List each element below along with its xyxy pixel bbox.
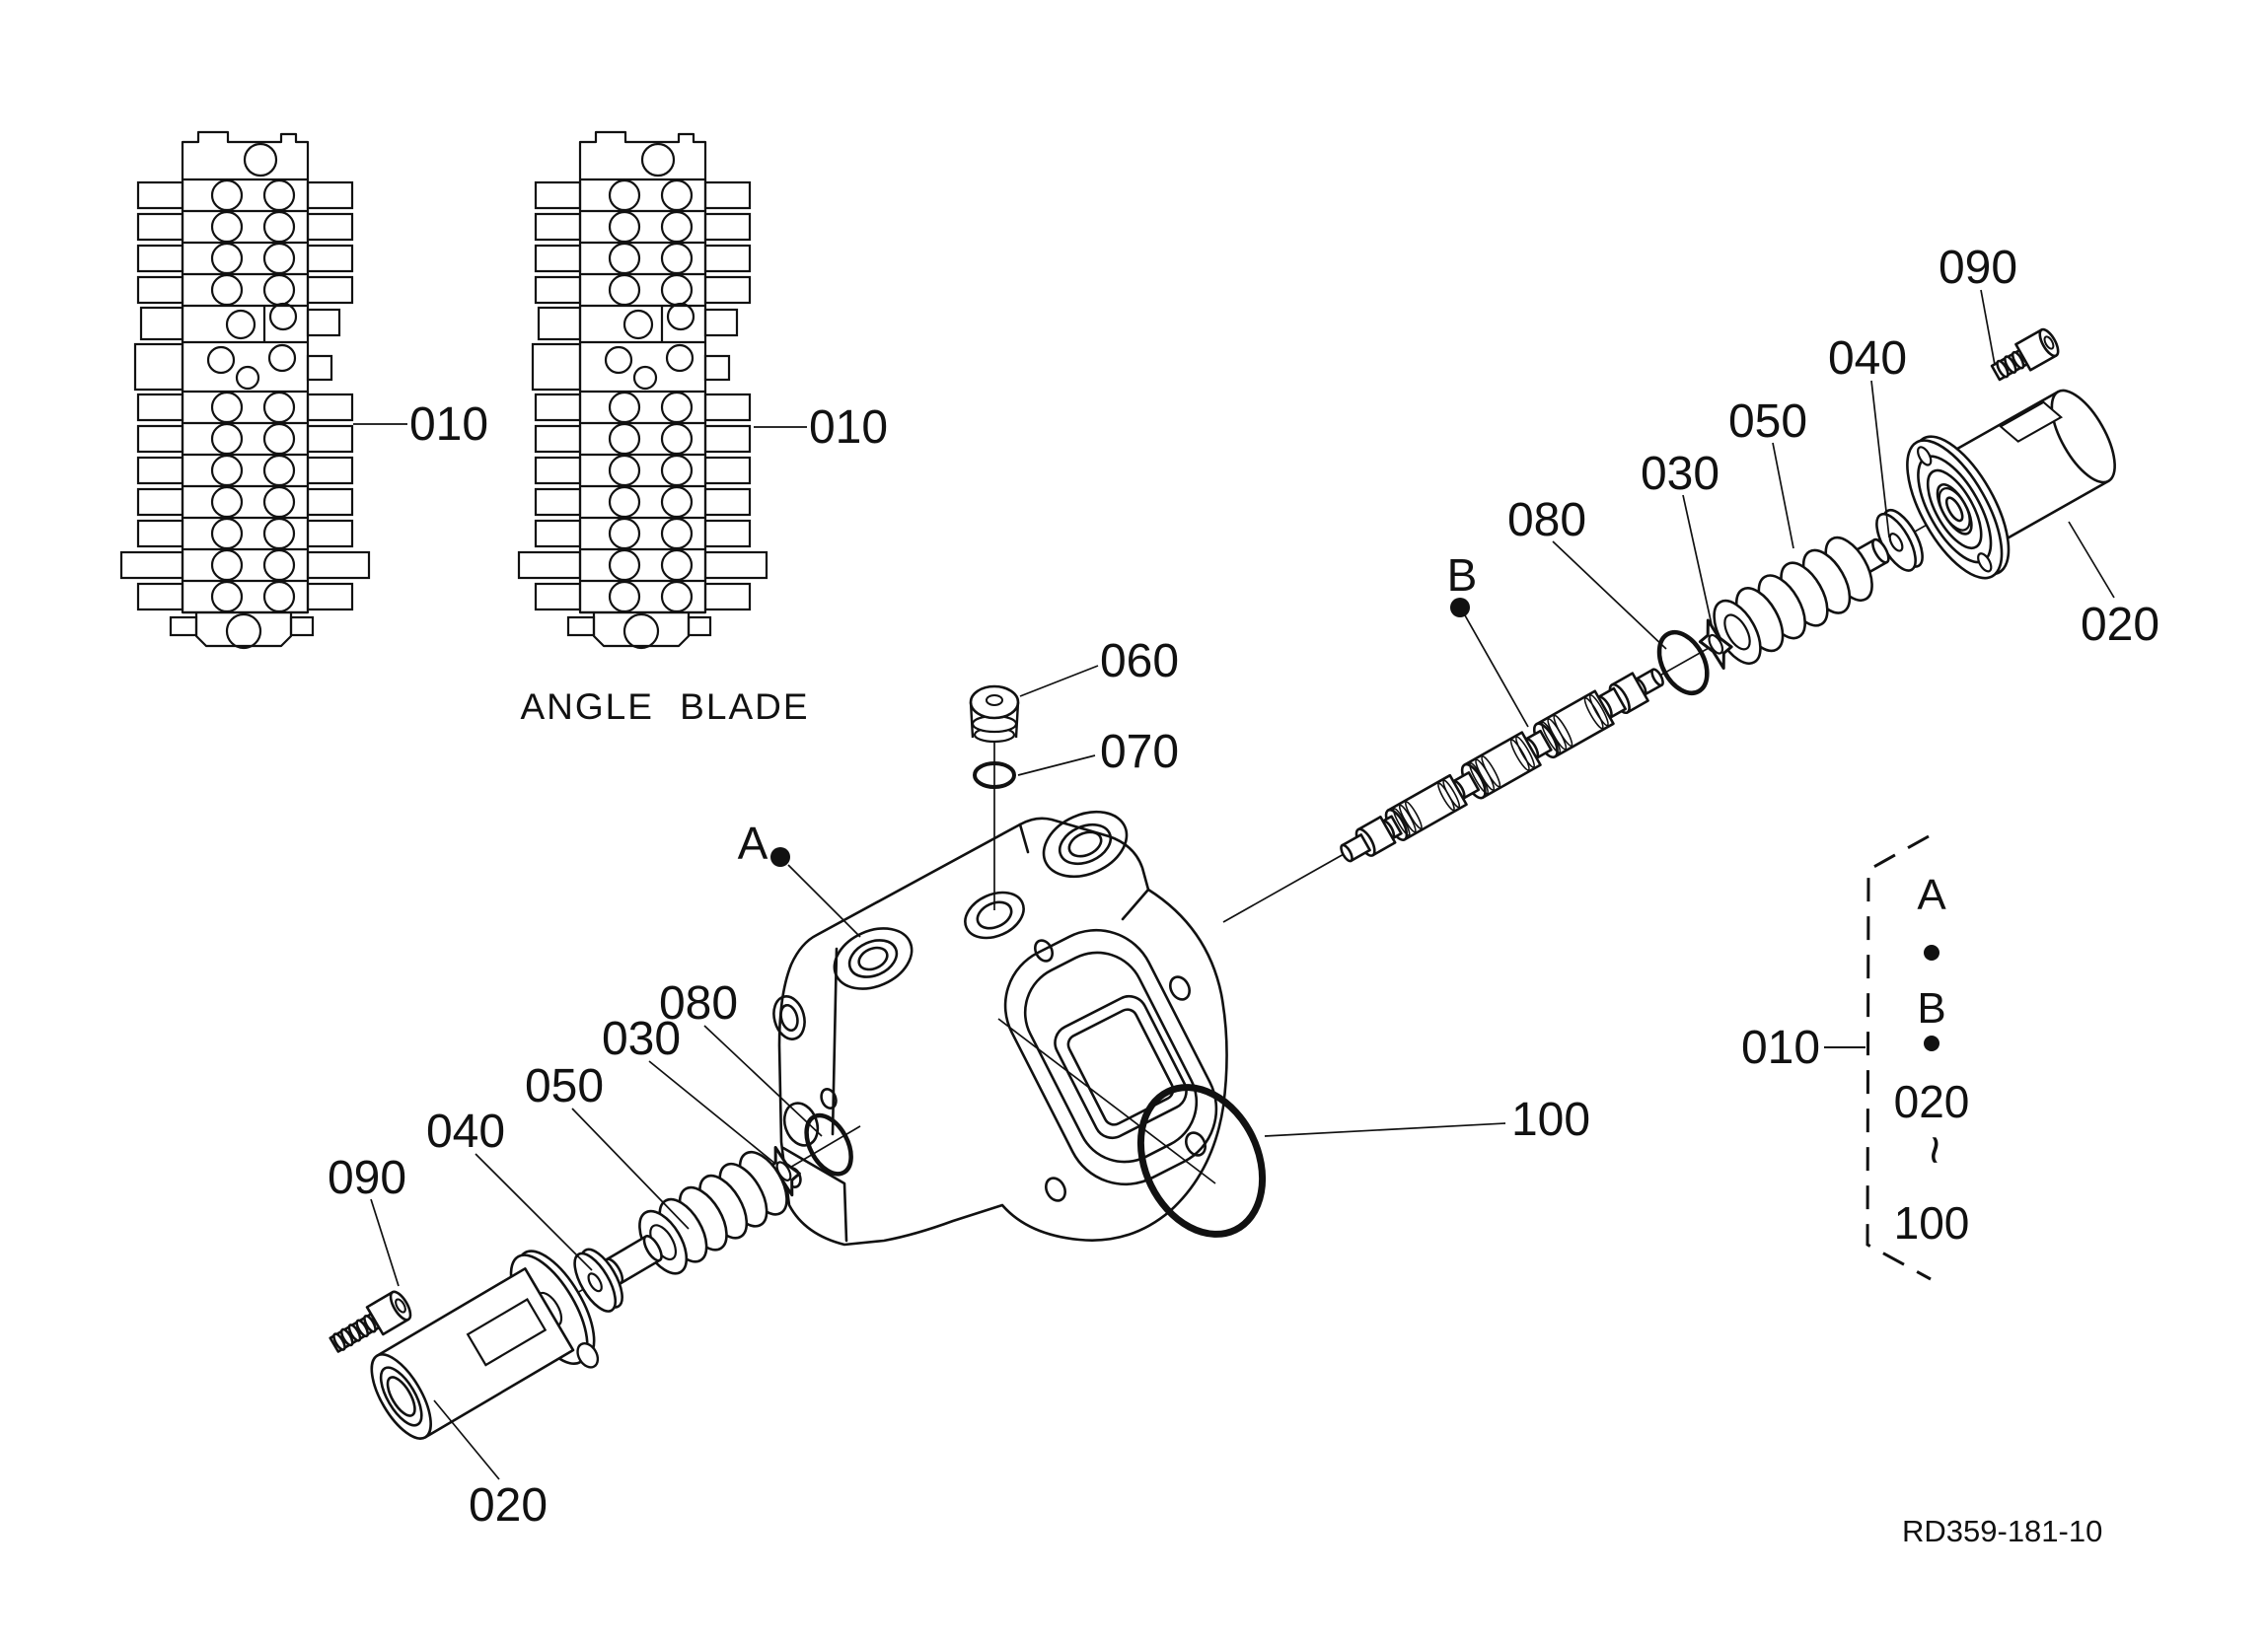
callout-080-right: 080: [1507, 494, 1586, 546]
callout-100: 100: [1511, 1094, 1590, 1146]
callout-020-left: 020: [469, 1479, 548, 1532]
flange-face: [1003, 928, 1218, 1202]
callout-040-left: 040: [426, 1106, 505, 1158]
callout-030-left: 030: [602, 1013, 681, 1065]
ref-a-dot: [770, 847, 790, 867]
legend-item-100: 100: [1894, 1197, 1970, 1249]
caption-angle-blade: ANGLE BLADE: [520, 686, 809, 727]
valve-section-body: [772, 810, 1228, 1247]
legend-item-A: A: [1917, 871, 1946, 919]
callout-ref-b: B: [1447, 549, 1478, 601]
callout-090-right: 090: [1939, 242, 2017, 294]
callout-060: 060: [1100, 635, 1179, 687]
valve-block-left: [121, 132, 369, 648]
callout-030-right: 030: [1641, 448, 1719, 500]
legend-dot: [1924, 1036, 1939, 1051]
callout-010-left: 010: [409, 398, 488, 451]
callout-070: 070: [1100, 726, 1179, 778]
legend-item-020: 020: [1894, 1076, 1970, 1127]
legend-item-~: ~: [1906, 1135, 1963, 1165]
legend-item-B: B: [1917, 984, 1945, 1033]
callout-050-left: 050: [525, 1060, 604, 1112]
callout-090-left: 090: [328, 1152, 406, 1204]
valve-block-right: [519, 132, 767, 648]
ref-b-dot: [1450, 598, 1470, 617]
callout-010-right: 010: [809, 401, 888, 454]
callout-050-right: 050: [1728, 395, 1807, 448]
callout-ref-a: A: [738, 818, 768, 869]
callout-080-left: 080: [659, 977, 738, 1030]
callout-040-right: 040: [1828, 332, 1907, 385]
callout-020-right: 020: [2081, 599, 2159, 651]
legend-dot: [1924, 945, 1939, 961]
legend-ref-010: 010: [1741, 1022, 1820, 1074]
drawing-number: RD359-181-10: [1902, 1514, 2102, 1548]
